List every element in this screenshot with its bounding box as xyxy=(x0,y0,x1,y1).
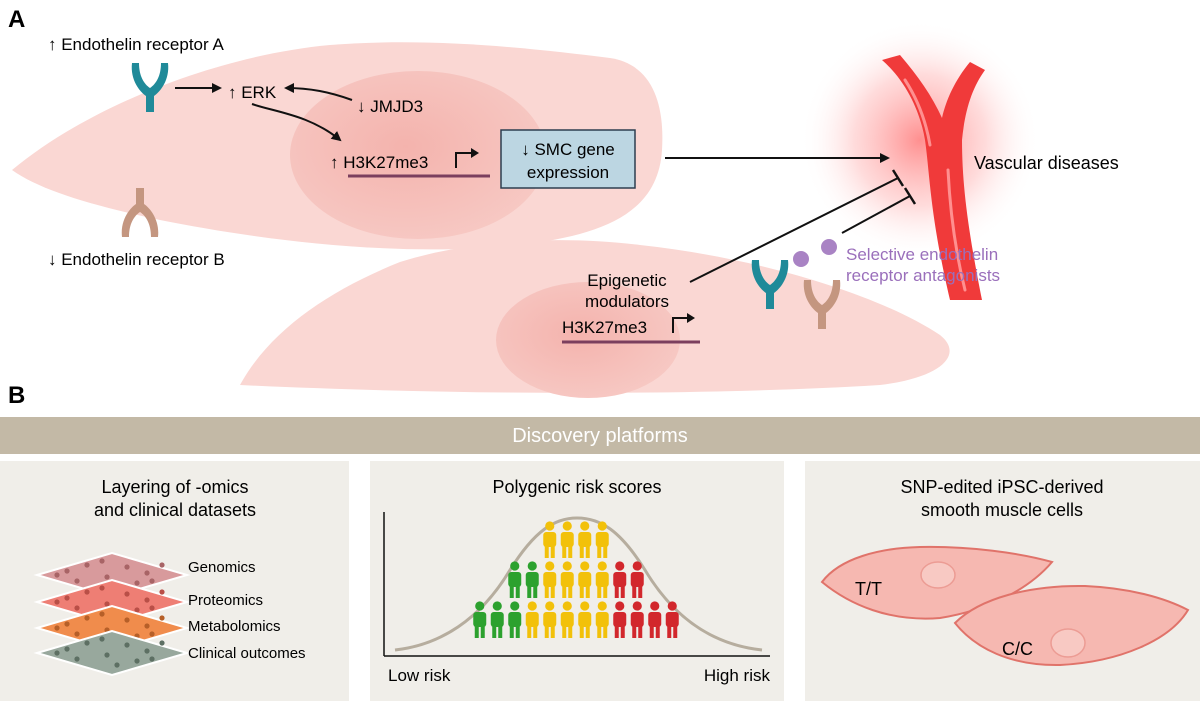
panel-a-label: A xyxy=(8,6,25,33)
etra-receptor-icon xyxy=(131,63,169,112)
person-icon xyxy=(613,561,627,598)
etra-label: ↑ Endothelin receptor A xyxy=(48,35,224,54)
cell-cc-label: C/C xyxy=(1002,639,1033,659)
panel-a: A xyxy=(8,6,1119,398)
epigenetic-line1: Epigenetic xyxy=(587,271,667,290)
arrow-erk-h3k27 xyxy=(251,103,342,142)
ipsc-nucleus-tt xyxy=(920,561,956,589)
person-icon xyxy=(560,561,574,598)
omics-layer-label: Clinical outcomes xyxy=(188,645,306,662)
vascular-diseases-label: Vascular diseases xyxy=(974,153,1119,173)
cell-tt-label: T/T xyxy=(855,579,882,599)
prs-title: Polygenic risk scores xyxy=(492,477,661,497)
person-icon xyxy=(578,561,592,598)
person-icon xyxy=(543,601,557,638)
person-icon xyxy=(578,521,592,558)
high-risk-label: High risk xyxy=(704,666,771,685)
person-icon xyxy=(525,601,539,638)
inhibit-bar-antagonist xyxy=(903,187,917,205)
bell-curve xyxy=(394,516,763,652)
inhibit-bar-epigenetic xyxy=(891,169,905,187)
person-icon xyxy=(543,521,557,558)
person-icon xyxy=(648,601,662,638)
person-icon xyxy=(595,521,609,558)
person-icon xyxy=(613,601,627,638)
person-icon xyxy=(578,601,592,638)
jmjd3-label: ↓ JMJD3 xyxy=(357,97,423,116)
bottom-nucleus xyxy=(496,282,680,398)
ipsc-title-line2: smooth muscle cells xyxy=(921,500,1083,520)
antagonist-line1: Selective endothelin xyxy=(846,245,998,264)
epigenetic-line2: modulators xyxy=(585,292,669,311)
arrow-jmjd3-erk xyxy=(284,83,353,101)
person-icon xyxy=(560,601,574,638)
omics-panel xyxy=(0,461,349,701)
inhibit-epigenetic xyxy=(689,177,899,283)
prs-panel xyxy=(370,461,784,701)
h3k27me3-label: H3K27me3 xyxy=(562,318,647,337)
banner-title: Discovery platforms xyxy=(512,425,688,447)
omics-layer-label: Proteomics xyxy=(188,592,263,609)
teal-receptor-lower-icon xyxy=(751,260,789,309)
tan-receptor-lower-icon xyxy=(803,280,841,329)
person-icon xyxy=(543,561,557,598)
antagonist-line2: receptor antagonists xyxy=(846,266,1000,285)
omics-title-line2: and clinical datasets xyxy=(94,500,256,520)
person-icon xyxy=(525,561,539,598)
smc-line2: expression xyxy=(527,163,609,182)
transcription-start-arrow-icon xyxy=(455,148,479,168)
inhibit-antagonist xyxy=(841,195,911,234)
panel-b: B Discovery platforms Layering of -omics… xyxy=(0,382,1200,701)
person-icon xyxy=(630,561,644,598)
etrb-receptor-icon xyxy=(121,188,159,237)
ipsc-nucleus-cc xyxy=(1050,628,1086,658)
transcription-start-arrow-lower-icon xyxy=(672,313,695,333)
discovery-banner xyxy=(0,417,1200,454)
smc-gene-box xyxy=(500,129,636,189)
person-icon xyxy=(630,601,644,638)
low-risk-label: Low risk xyxy=(388,666,451,685)
person-icon xyxy=(560,521,574,558)
blood-vessel-icon xyxy=(882,55,985,300)
omics-layer xyxy=(33,629,191,677)
erk-label: ↑ ERK xyxy=(228,83,277,102)
person-icon xyxy=(508,561,522,598)
person-icon xyxy=(508,601,522,638)
h3k27me3-up-label: ↑ H3K27me3 xyxy=(330,153,428,172)
smc-line1: ↓ SMC gene xyxy=(521,140,615,159)
person-icon xyxy=(473,601,487,638)
antagonist-dot xyxy=(821,239,837,255)
person-icon xyxy=(595,601,609,638)
omics-title-line1: Layering of -omics xyxy=(101,477,248,497)
omics-layer-label: Genomics xyxy=(188,559,256,576)
top-nucleus xyxy=(290,71,546,239)
person-icon xyxy=(490,601,504,638)
panel-b-label: B xyxy=(8,382,25,409)
ipsc-cell-cc xyxy=(953,584,1190,667)
person-icon xyxy=(665,601,679,638)
etrb-label: ↓ Endothelin receptor B xyxy=(48,250,225,269)
vessel-glow xyxy=(800,20,1040,260)
people-figures xyxy=(473,521,679,638)
antagonist-dot xyxy=(793,251,809,267)
omics-layer-label: Metabolomics xyxy=(188,618,281,635)
ipsc-title-line1: SNP-edited iPSC-derived xyxy=(900,477,1103,497)
person-icon xyxy=(595,561,609,598)
